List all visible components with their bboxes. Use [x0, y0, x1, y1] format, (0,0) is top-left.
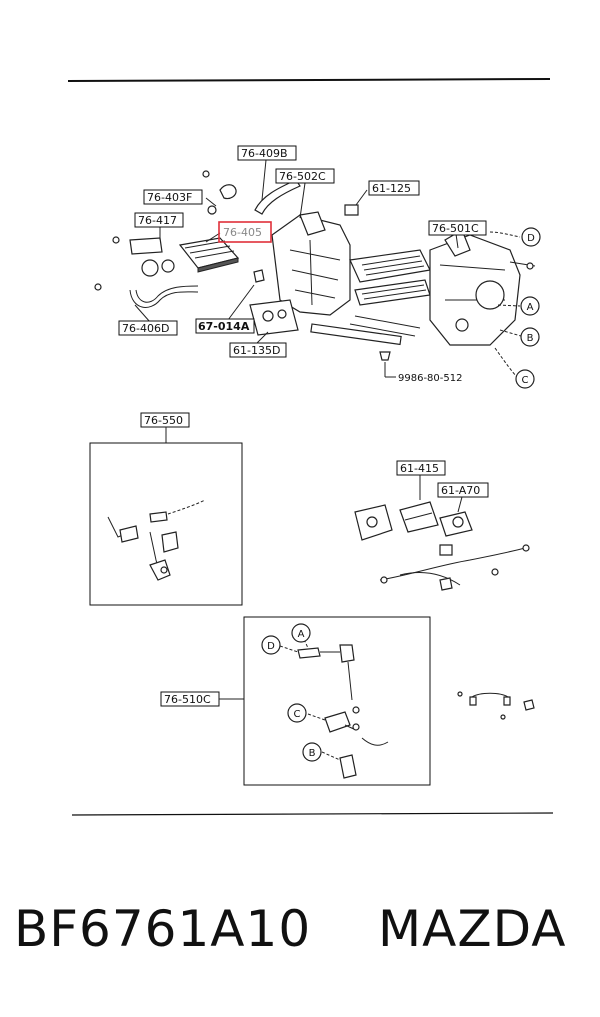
callout-C-top: C [515, 369, 535, 389]
leader-61-A70 [457, 496, 463, 513]
svg-text:76-403F: 76-403F [147, 191, 192, 204]
callout-D-top: D [521, 227, 541, 247]
part-label-76-550[interactable]: 76-550 [140, 412, 190, 428]
part-label-61-125[interactable]: 61-125 [368, 180, 420, 196]
footer: BF6761A10 MAZDA [0, 900, 600, 980]
part-label-61-415[interactable]: 61-415 [396, 460, 446, 476]
callout-B-bottom: B [302, 742, 322, 762]
part-label-76-406D[interactable]: 76-406D [118, 320, 178, 336]
callout-A-bottom: A [291, 623, 311, 643]
svg-text:61-135D: 61-135D [233, 344, 280, 357]
callout-B-top: B [520, 327, 540, 347]
svg-text:67-014A: 67-014A [198, 320, 250, 333]
part-label-76-417[interactable]: 76-417 [134, 212, 184, 228]
part-label-76-510C[interactable]: 76-510C [160, 691, 220, 707]
part-label-61-A70[interactable]: 61-A70 [437, 482, 489, 498]
callout-A-top: A [520, 296, 540, 316]
svg-text:76-502C: 76-502C [279, 170, 326, 183]
svg-text:C: C [522, 375, 529, 386]
top-rule [67, 78, 551, 82]
brand-name: MAZDA [378, 900, 567, 958]
svg-text:A: A [298, 629, 305, 640]
svg-text:76-406D: 76-406D [122, 322, 169, 335]
small-parts-bottom-right [457, 691, 535, 720]
svg-text:B: B [309, 748, 316, 759]
svg-text:76-501C: 76-501C [432, 222, 479, 235]
part-label-76-501C[interactable]: 76-501C [428, 220, 487, 236]
part-label-76-403F[interactable]: 76-403F [143, 189, 203, 205]
svg-text:76-417: 76-417 [138, 214, 177, 227]
svg-text:76-405: 76-405 [223, 226, 262, 239]
leader-lines-top [134, 159, 459, 378]
svg-text:9986-80-512: 9986-80-512 [398, 373, 462, 384]
svg-text:A: A [527, 302, 534, 313]
part-label-76-409B[interactable]: 76-409B [237, 145, 297, 161]
linkage-76-550 [107, 499, 206, 581]
part-label-76-502C[interactable]: 76-502C [275, 168, 335, 184]
bottom-rule [71, 812, 554, 816]
frame-76-510C [243, 616, 431, 786]
part-label-9986-80-512[interactable]: 9986-80-512 [398, 373, 462, 384]
svg-text:76-409B: 76-409B [241, 147, 288, 160]
svg-text:C: C [294, 709, 301, 720]
svg-text:61-125: 61-125 [372, 182, 411, 195]
part-label-67-014A[interactable]: 67-014A [195, 318, 255, 334]
part-label-61-135D[interactable]: 61-135D [229, 342, 287, 358]
svg-text:D: D [267, 641, 275, 652]
svg-text:D: D [527, 233, 535, 244]
linkage-76-510C [279, 634, 389, 779]
blower-motor-assembly [354, 501, 530, 591]
svg-text:61-A70: 61-A70 [441, 484, 480, 497]
frame-76-550 [89, 442, 243, 606]
svg-text:61-415: 61-415 [400, 462, 439, 475]
svg-text:76-550: 76-550 [144, 414, 183, 427]
part-number: BF6761A10 [14, 900, 312, 958]
svg-text:76-510C: 76-510C [164, 693, 211, 706]
callout-D-bottom: D [261, 635, 281, 655]
callout-C-bottom: C [287, 703, 307, 723]
heater-assembly [94, 170, 536, 379]
svg-text:B: B [527, 333, 534, 344]
part-label-76-405-highlighted[interactable]: 76-405 [218, 221, 272, 243]
